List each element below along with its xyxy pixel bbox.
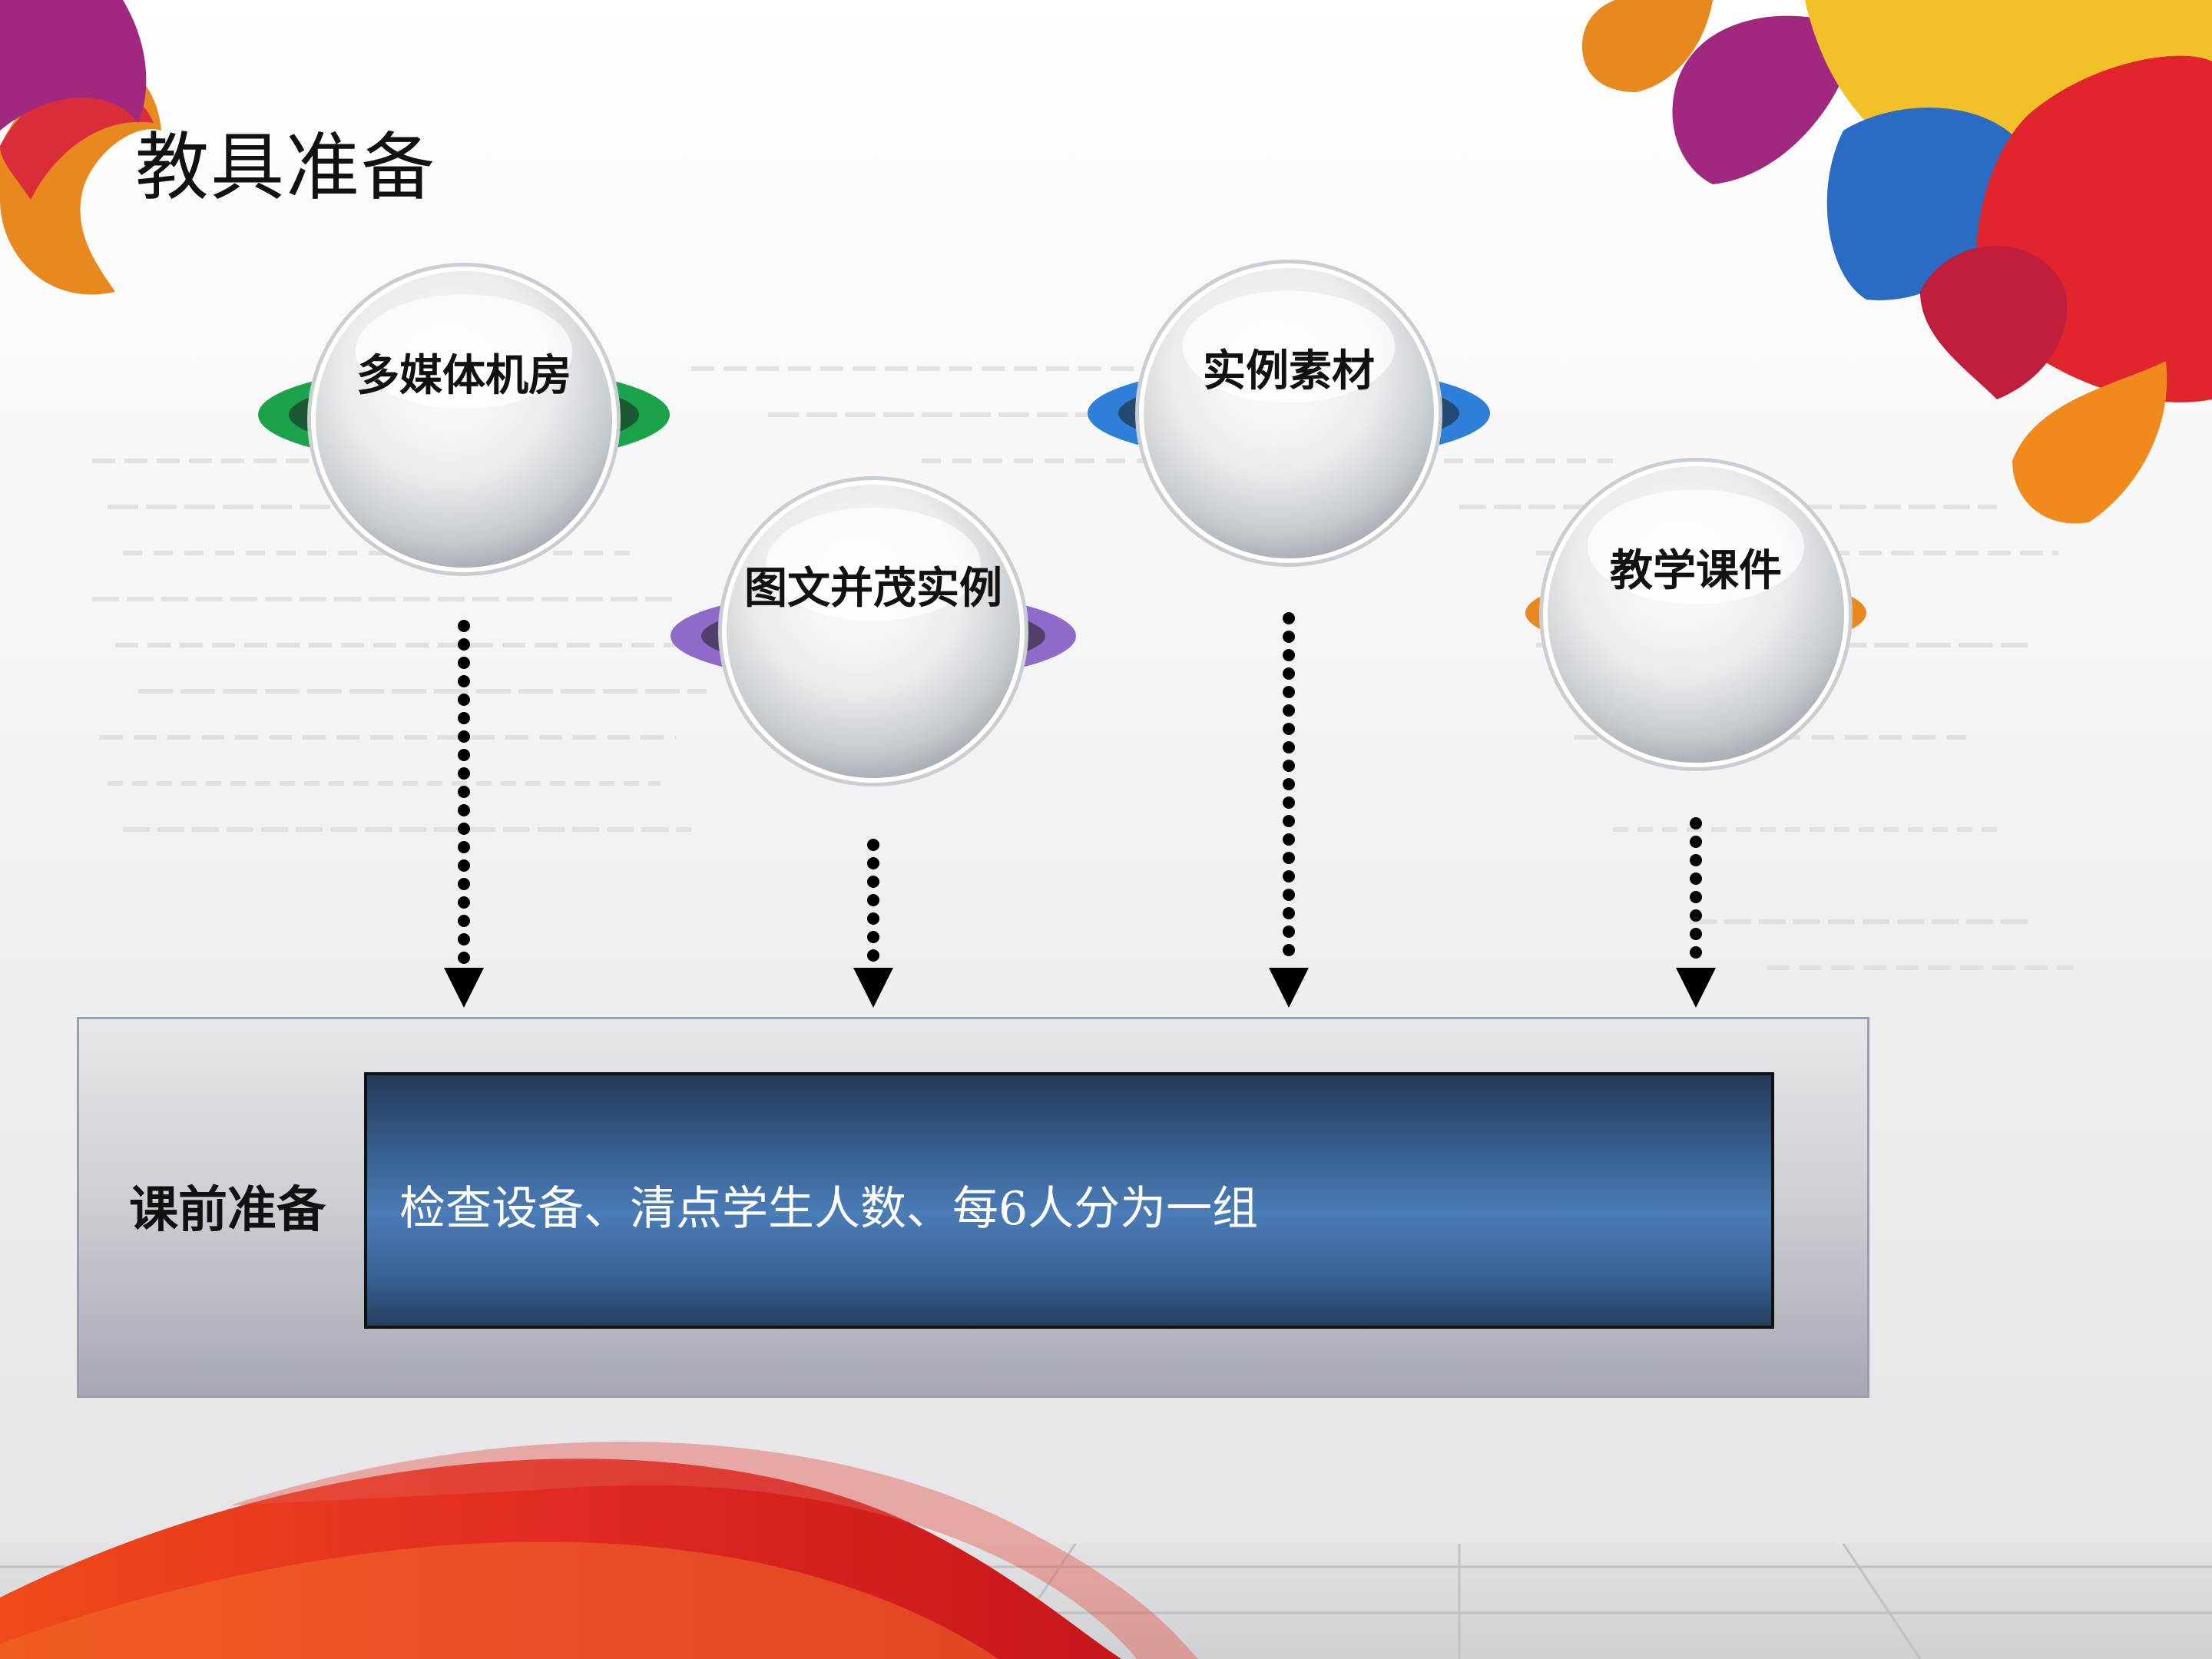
- arrow-dot: [1283, 649, 1295, 661]
- arrow-dot: [458, 823, 470, 835]
- arrow-dot: [458, 767, 470, 780]
- arrow-dot: [1283, 741, 1295, 753]
- arrow-dot: [1283, 870, 1295, 882]
- arrow-dot: [1690, 854, 1702, 866]
- arrow-dot: [1690, 836, 1702, 848]
- arrow-dot: [1283, 760, 1295, 772]
- arrow-dot: [867, 912, 879, 925]
- arrow-dot: [1283, 612, 1295, 624]
- arrow-dot: [458, 657, 470, 669]
- arrow-head-1: [444, 968, 484, 1008]
- bubble-highlight-1: [355, 294, 573, 409]
- arrow-dot: [1690, 891, 1702, 903]
- arrow-dot: [458, 730, 470, 743]
- arrow-dot: [1283, 723, 1295, 735]
- world-map-background: [92, 366, 2074, 970]
- bubble-highlight-4: [1587, 489, 1805, 604]
- arrow-dot: [867, 839, 879, 851]
- slide-title: 教具准备: [135, 124, 436, 210]
- bubble-spheres: [307, 260, 1853, 786]
- dotted-arrows: [444, 612, 1716, 1008]
- arrow-dot: [1690, 909, 1702, 922]
- arrow-dot: [1283, 686, 1295, 698]
- arrow-dot: [458, 896, 470, 909]
- bubble-label-2: 图文并茂实例: [744, 564, 1002, 614]
- arrow-dot: [1283, 796, 1295, 809]
- arrow-dot: [1690, 928, 1702, 940]
- arrow-dot: [1283, 926, 1295, 938]
- preparation-content-text: 检查设备、清点学生人数、每6人分为一组: [399, 1181, 1259, 1236]
- arrow-dot: [1283, 944, 1295, 956]
- arrow-dot: [458, 712, 470, 724]
- arrow-dot: [867, 894, 879, 906]
- bubble-label-1: 多媒体机房: [356, 350, 571, 401]
- arrow-dot: [458, 638, 470, 651]
- arrow-dot: [458, 878, 470, 890]
- arrow-dot: [458, 620, 470, 632]
- arrow-dot: [867, 931, 879, 943]
- top-left-petal-decoration: [0, 0, 161, 295]
- arrow-dot: [458, 859, 470, 872]
- arrow-dot: [458, 749, 470, 761]
- arrow-dot: [1283, 815, 1295, 827]
- bubble-label-4: 教学课件: [1610, 545, 1782, 596]
- arrow-dot: [1690, 946, 1702, 959]
- arrow-dot: [1283, 704, 1295, 717]
- arrow-dot: [1283, 907, 1295, 919]
- arrow-head-2: [853, 968, 893, 1008]
- arrow-dot: [1283, 778, 1295, 790]
- arrow-dot: [458, 915, 470, 927]
- arrow-dot: [867, 857, 879, 869]
- arrow-dot: [867, 949, 879, 962]
- bottom-red-swoosh: [0, 1442, 1198, 1659]
- arrow-dot: [458, 804, 470, 816]
- bubble-highlight-2: [766, 507, 981, 621]
- bubble-highlight-3: [1182, 290, 1396, 403]
- arrow-head-4: [1676, 968, 1716, 1008]
- arrow-head-3: [1269, 968, 1309, 1008]
- arrow-dot: [1283, 631, 1295, 643]
- arrow-dot: [458, 841, 470, 853]
- arrow-dot: [1283, 833, 1295, 846]
- arrow-dot: [1283, 852, 1295, 864]
- preparation-content-box: [364, 1072, 1774, 1329]
- arrow-dot: [1690, 817, 1702, 830]
- arrow-dot: [458, 694, 470, 706]
- arrow-dot: [458, 952, 470, 964]
- arrow-dot: [458, 933, 470, 945]
- arrow-dot: [458, 786, 470, 798]
- top-right-petal-decoration: [1582, 0, 2212, 524]
- arrow-dot: [458, 675, 470, 687]
- arrow-dot: [867, 876, 879, 888]
- preparation-label: 课前准备: [129, 1182, 326, 1239]
- arrow-dot: [1690, 873, 1702, 885]
- bubble-label-3: 实例素材: [1203, 346, 1375, 397]
- arrow-dot: [1283, 667, 1295, 680]
- arrow-dot: [1283, 889, 1295, 901]
